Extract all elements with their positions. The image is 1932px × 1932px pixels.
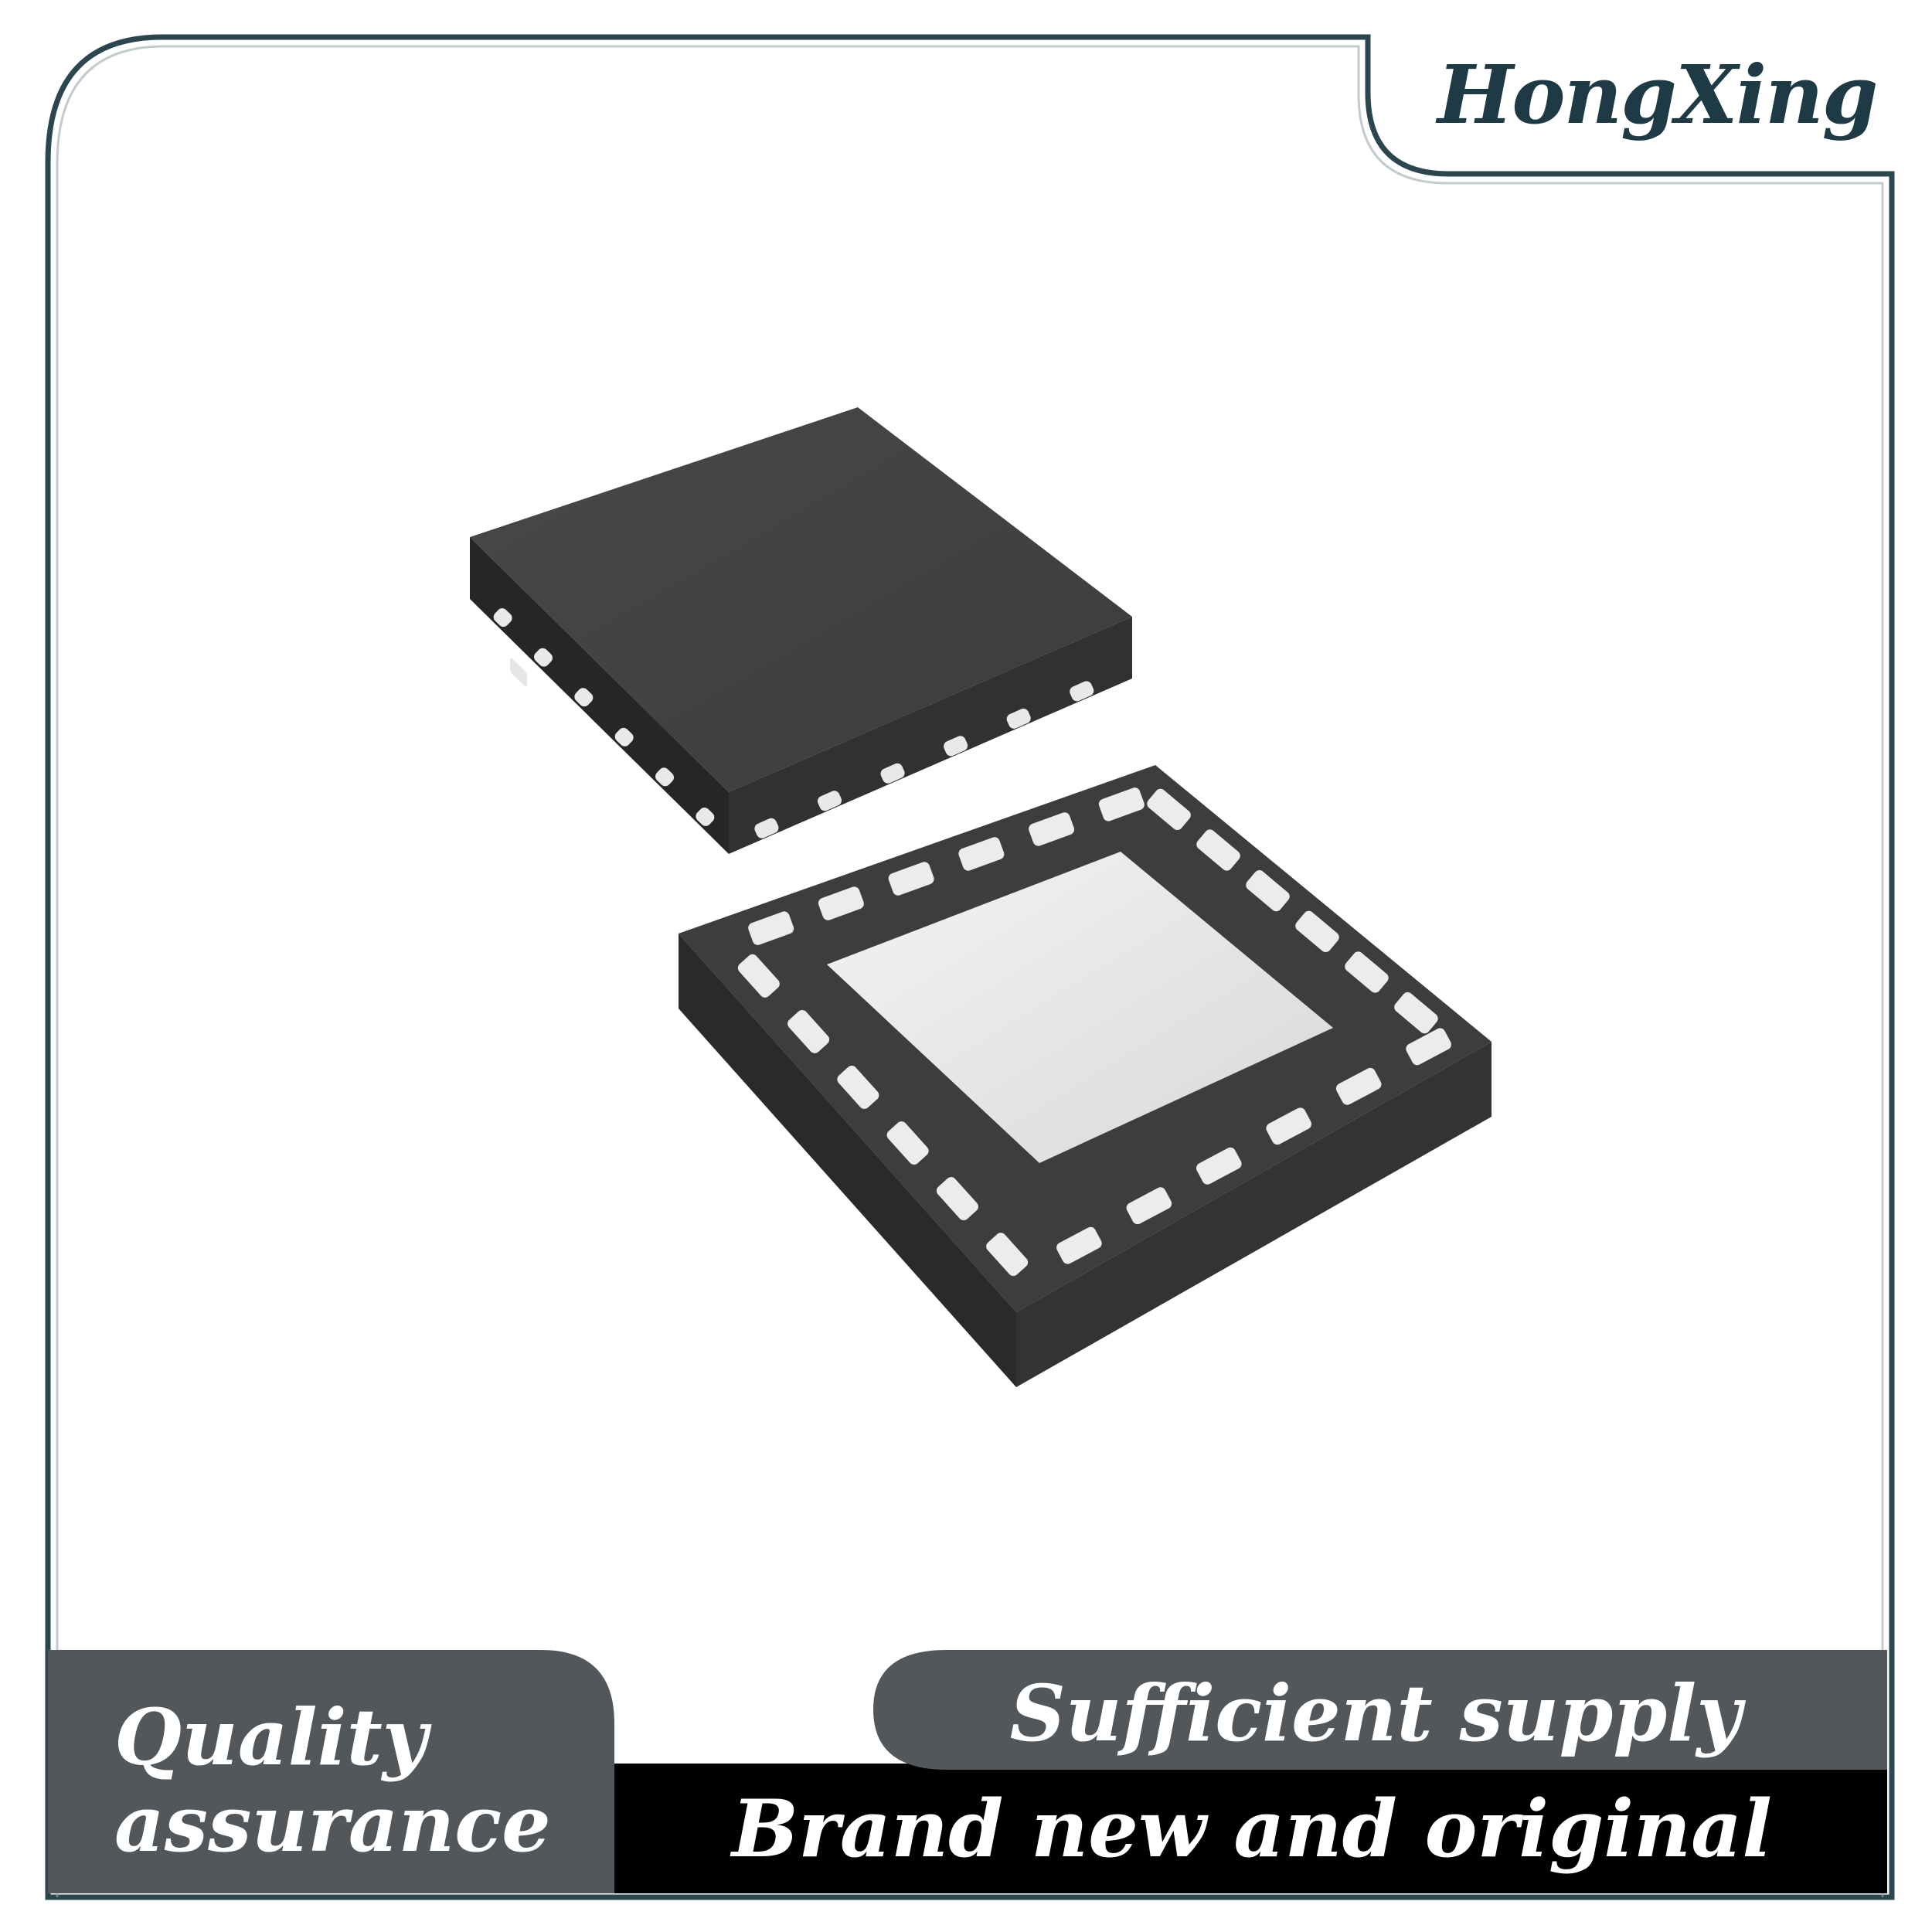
chip-pin — [655, 767, 674, 787]
chip-pin — [1070, 681, 1094, 702]
chip-pin — [493, 608, 512, 628]
chip-pad — [936, 1177, 978, 1221]
chip-pin — [614, 727, 634, 747]
chip-pin — [1006, 708, 1031, 729]
chip-pad — [1295, 910, 1339, 952]
chip-pad — [1126, 1187, 1172, 1225]
chip-pin — [574, 688, 594, 707]
exposed-thermal-pad — [827, 852, 1333, 1163]
card-frame — [45, 34, 1895, 1900]
chip-pin — [944, 736, 968, 757]
quality-assurance-tag: Quality assurance — [114, 1694, 551, 1867]
chip-pin — [817, 791, 842, 811]
bottom-banner — [48, 1650, 1887, 1893]
chip-pad — [1266, 1107, 1312, 1145]
chip-bottom-view — [679, 765, 1492, 1387]
chip-pad — [1335, 1067, 1382, 1105]
chip-pin — [880, 763, 905, 784]
chip-pad — [748, 911, 794, 945]
chip-pad — [1345, 951, 1389, 993]
chip-pad — [1196, 1147, 1242, 1185]
chip-pad — [1029, 812, 1075, 846]
chip-pad — [1098, 787, 1145, 821]
banner-left-block — [48, 1650, 614, 1893]
chip-pad — [818, 886, 864, 920]
chip-pad — [1406, 1028, 1451, 1066]
chip-pad — [1196, 829, 1240, 871]
quality-label: Quality — [114, 1692, 427, 1783]
chip-pad — [787, 1009, 830, 1053]
chip-pad — [986, 1233, 1029, 1277]
chip-pin — [534, 648, 553, 667]
chip-pad — [1246, 870, 1290, 912]
chip-pad — [737, 954, 780, 998]
chip-pin — [696, 807, 715, 826]
brand-logo: HongXing — [1437, 47, 1879, 142]
chip-pad — [1056, 1226, 1102, 1264]
chip-pin — [754, 818, 779, 838]
chip-pad — [958, 837, 1005, 871]
sufficient-supply-tag: Sufficient supply — [1009, 1668, 1742, 1759]
chip-pad — [886, 1121, 929, 1165]
chip-top-view — [470, 407, 1132, 854]
brand-new-original-tag: Brand new and original — [731, 1783, 1773, 1876]
chip-pad — [837, 1066, 879, 1109]
chip-pad — [888, 862, 934, 896]
chip-pad — [1394, 992, 1438, 1034]
assurance-label: assurance — [114, 1778, 551, 1869]
banner-black-strip — [614, 1764, 1887, 1893]
banner-right-pill — [873, 1650, 1887, 1770]
chip-pad — [1147, 788, 1191, 831]
